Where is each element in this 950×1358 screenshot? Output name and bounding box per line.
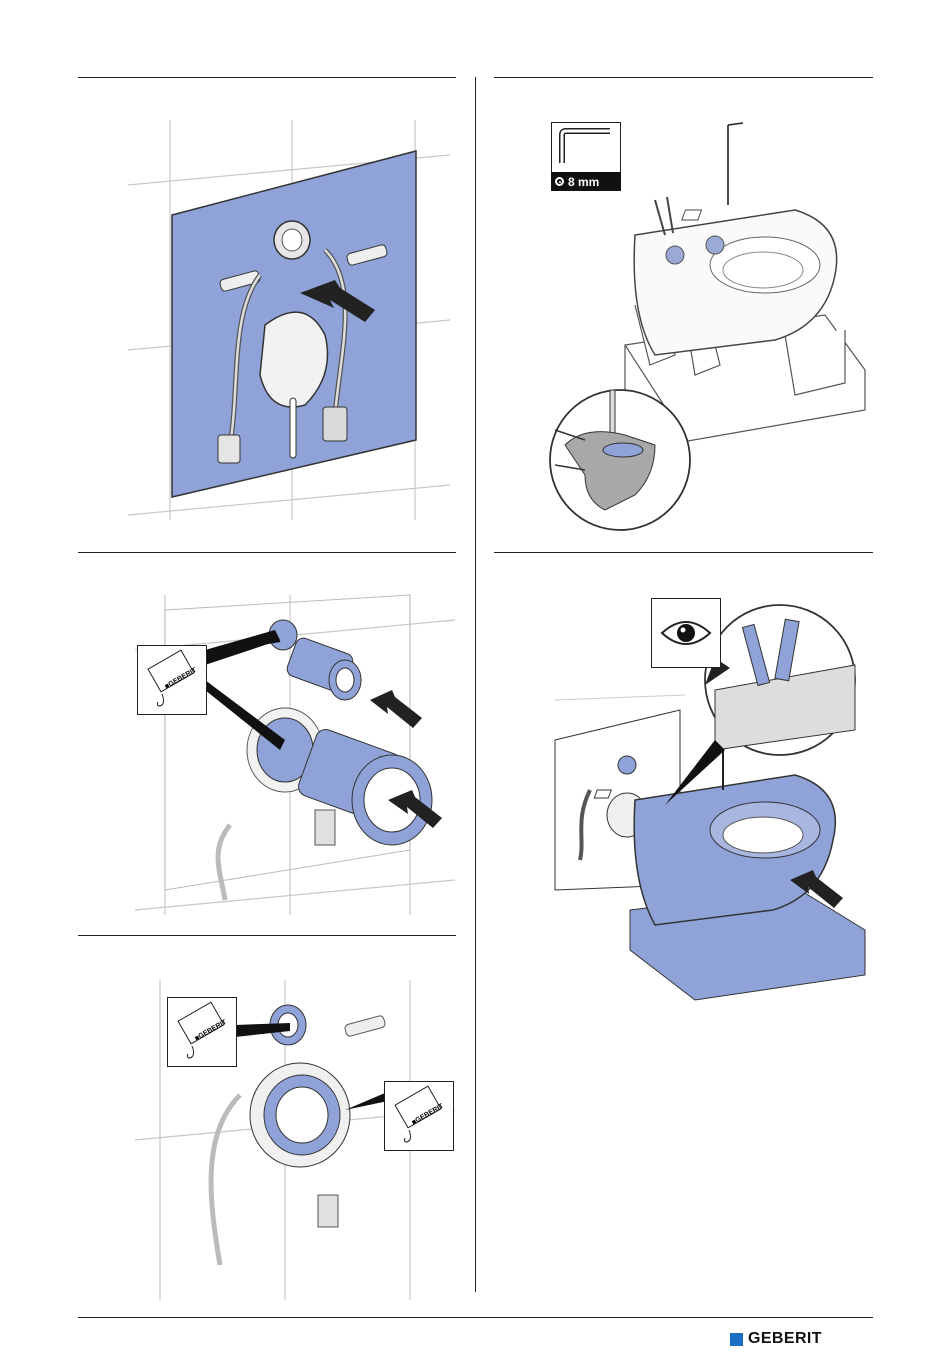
top-rule-left <box>78 77 456 78</box>
tool-size-text: 8 mm <box>568 175 599 189</box>
lubricant-icon: ■GEBERIT <box>137 645 207 715</box>
hex-key-tool <box>728 123 743 205</box>
eye-icon <box>651 598 721 668</box>
hex-socket-icon <box>555 177 564 186</box>
push-arrow <box>370 690 422 728</box>
lubricant-icon-3: ■GEBERIT <box>384 1081 454 1151</box>
mid-rule-left <box>78 552 456 553</box>
step-insert-sleeves-illustration <box>130 590 460 920</box>
mid-rule-right <box>494 552 873 553</box>
top-rule-right <box>494 77 873 78</box>
lubricant-icon-2: ■GEBERIT <box>167 997 237 1067</box>
step-mount-plate-illustration <box>120 115 460 525</box>
brand-square-icon <box>730 1333 743 1346</box>
footer-rule <box>78 1317 873 1318</box>
small-sleeve <box>285 636 361 700</box>
lower-rule-left <box>78 935 456 936</box>
brand-name: GEBERIT <box>748 1330 822 1348</box>
column-divider <box>475 77 476 1292</box>
tool-size-label: 8 mm <box>551 172 621 191</box>
brand-logo: GEBERIT <box>730 1330 822 1348</box>
hex-key-icon <box>551 122 621 174</box>
